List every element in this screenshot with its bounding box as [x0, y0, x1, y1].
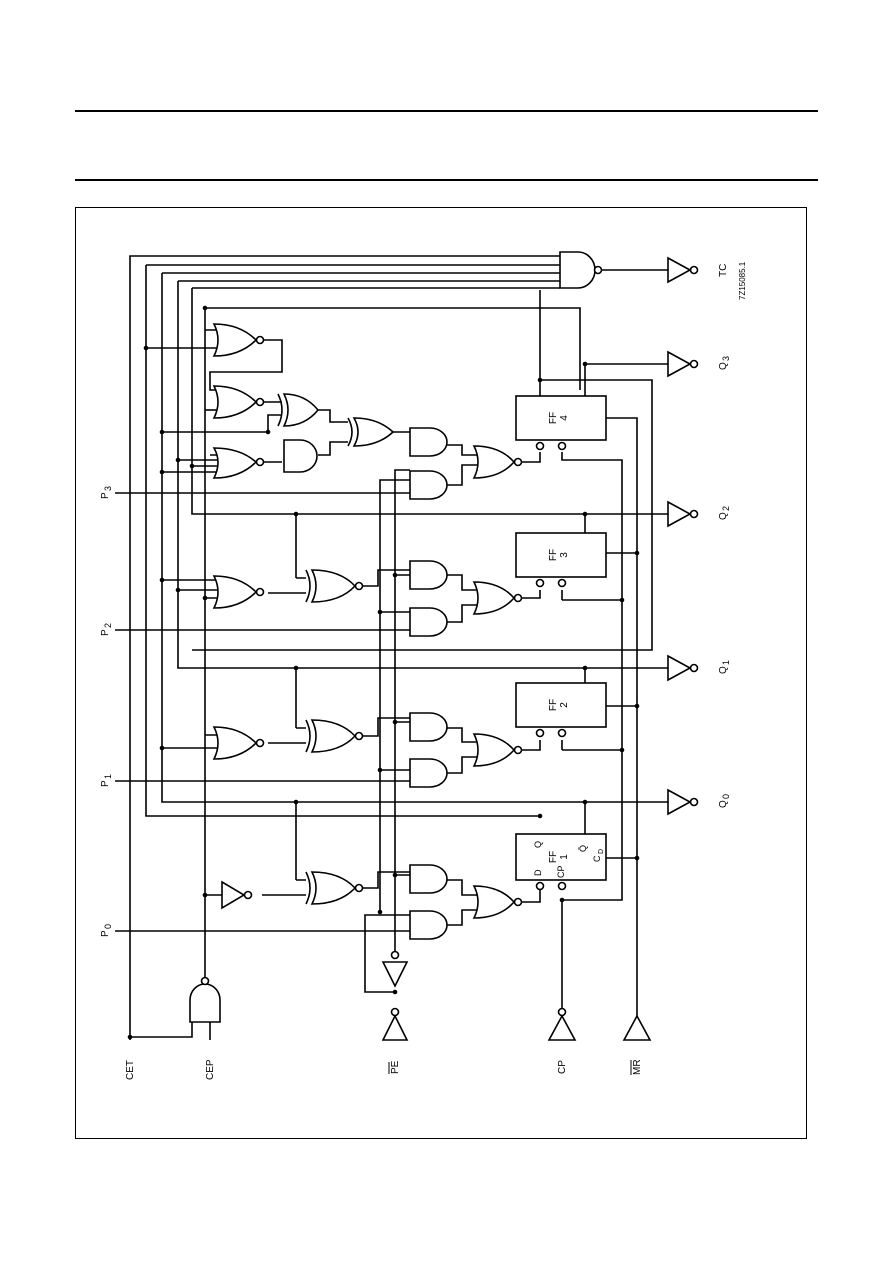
figure-code: 7Z15085.1 [738, 261, 747, 300]
ff1-pin-cd-sub: D [598, 849, 605, 854]
q2-label: Q [718, 512, 729, 520]
and-gates [409, 427, 448, 940]
ff4-block: FF 4 [515, 395, 607, 451]
p0-sub: 0 [103, 924, 113, 929]
ff4-num: 4 [559, 415, 570, 421]
q1-label: Q [718, 666, 729, 674]
ff1-pin-cd: C [592, 855, 602, 862]
ff1-pin-d: D [533, 869, 543, 876]
mr-label: MR [632, 1059, 643, 1075]
top-rule [75, 110, 818, 112]
ff1-num: 1 [559, 854, 570, 860]
junctions [127, 305, 640, 1040]
p3-sub: 3 [103, 486, 113, 491]
p1-sub: 1 [103, 774, 113, 779]
q3-label: Q [718, 362, 729, 370]
ff3-block: FF 3 [515, 532, 607, 588]
ff1-pin-qbar: Q̄ [578, 845, 588, 852]
ff4-name: FF [548, 412, 559, 424]
inverter-ff1 [221, 880, 253, 910]
q1-sub: 1 [721, 660, 731, 665]
cp-label: CP [557, 1060, 568, 1074]
xor-gates [277, 393, 395, 905]
ff1-block: FF 1 D CP Q Q̄ C D [515, 833, 607, 891]
p1-label: P [100, 780, 111, 787]
cep-label: CEP [205, 1059, 216, 1080]
p0-label: P [100, 930, 111, 937]
ff3-name: FF [548, 549, 559, 561]
tc-label: TC [718, 264, 729, 277]
q2-sub: 2 [721, 506, 731, 511]
wires [115, 255, 668, 1040]
q0-sub: 0 [721, 794, 731, 799]
p2-sub: 2 [103, 623, 113, 628]
tc-nand-gate [559, 251, 603, 289]
ff2-block: FF 2 [515, 682, 607, 738]
header-rule [75, 179, 818, 181]
cet-cep-and-gate [189, 976, 221, 1023]
ff2-num: 2 [559, 702, 570, 708]
ff1-name: FF [548, 851, 559, 863]
ff1-pin-cp: CP [556, 865, 566, 878]
cp-mr-buffers [547, 1007, 652, 1041]
input-labels: CET CEP PE CP MR P 0 P 1 P 2 P 3 [100, 486, 643, 1080]
cet-label: CET [125, 1060, 136, 1080]
left-nor-gates [212, 323, 265, 760]
output-labels: TC 7Z15085.1 Q 3 Q 2 Q 1 Q 0 [718, 261, 747, 808]
output-buffers [667, 256, 699, 816]
q3-sub: 3 [721, 356, 731, 361]
q0-label: Q [718, 800, 729, 808]
pe-buffers [381, 950, 409, 1041]
ff2-name: FF [548, 699, 559, 711]
p2-label: P [100, 629, 111, 636]
nor-gates [472, 445, 523, 919]
p3-label: P [100, 492, 111, 499]
ff3-num: 3 [559, 552, 570, 558]
ff1-pin-q: Q [533, 841, 543, 848]
diagram-frame [75, 207, 807, 1139]
pe-label: PE [390, 1060, 401, 1074]
